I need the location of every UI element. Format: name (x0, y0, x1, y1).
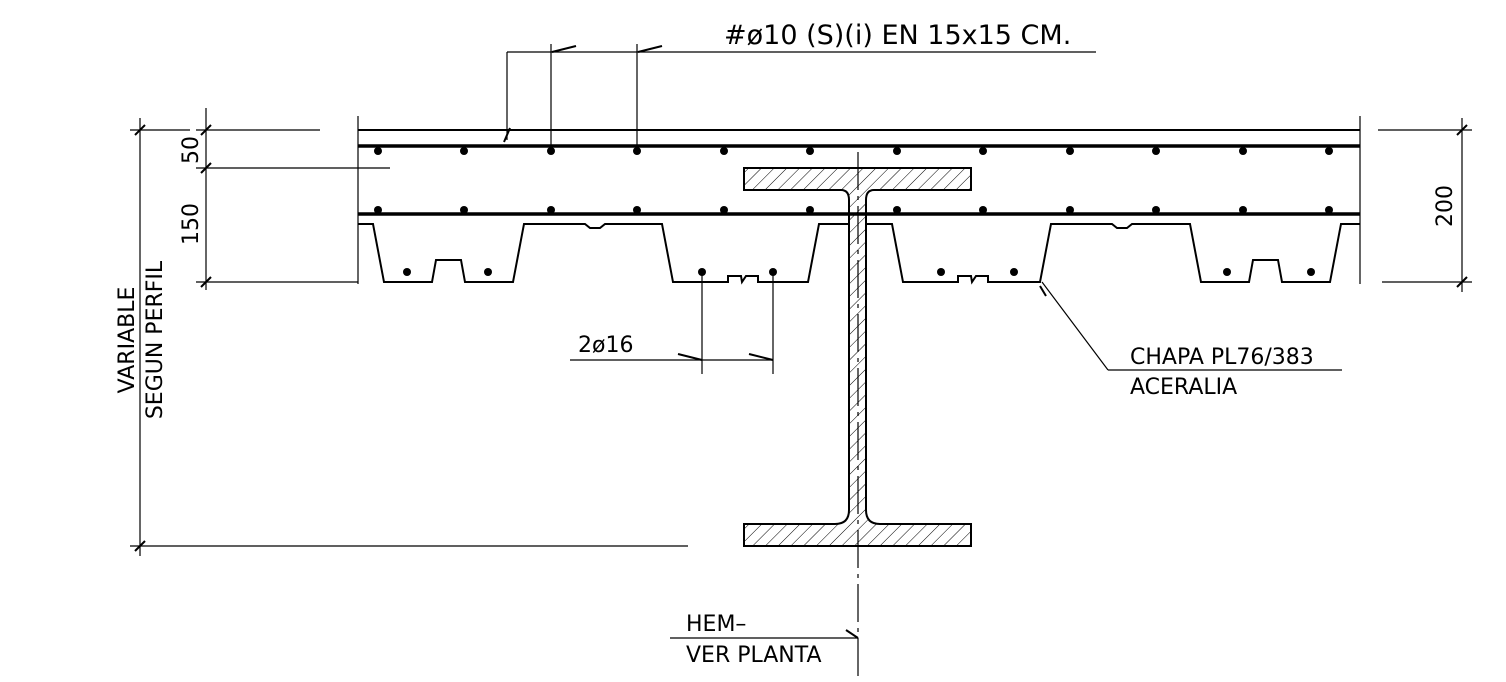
variable-dimension-lines (130, 118, 688, 556)
beam-label-line1: HEM– (686, 612, 746, 637)
dim-segun-perfil-label: SEGUN PERFIL (143, 260, 168, 419)
bottom-rebar-leader (570, 272, 774, 374)
top-mesh-label: #ø10 (S)(i) EN 15x15 CM. (724, 20, 1071, 51)
dim-top-50: 50 (179, 136, 204, 164)
top-rebar-dots (374, 147, 1333, 155)
hem-steel-beam (743, 152, 972, 676)
bottom-mesh-rebar-dots (374, 206, 1333, 214)
dim-variable-label: VARIABLE (115, 287, 140, 394)
steel-deck-profile (358, 223, 1360, 285)
left-dimension-lines (196, 108, 390, 290)
deck-leader (1039, 281, 1342, 371)
dim-slab-150: 150 (179, 203, 204, 245)
dim-total-200: 200 (1433, 185, 1458, 227)
deck-label-line1: CHAPA PL76/383 (1130, 345, 1314, 370)
beam-leader (670, 629, 859, 639)
deck-label-line2: ACERALIA (1130, 375, 1237, 400)
slab-outline (357, 116, 1361, 284)
top-mesh-leader (503, 44, 1096, 146)
beam-label-line2: VER PLANTA (686, 643, 822, 668)
right-dimension-lines (1378, 118, 1472, 292)
bottom-rebar-label: 2ø16 (578, 333, 633, 358)
